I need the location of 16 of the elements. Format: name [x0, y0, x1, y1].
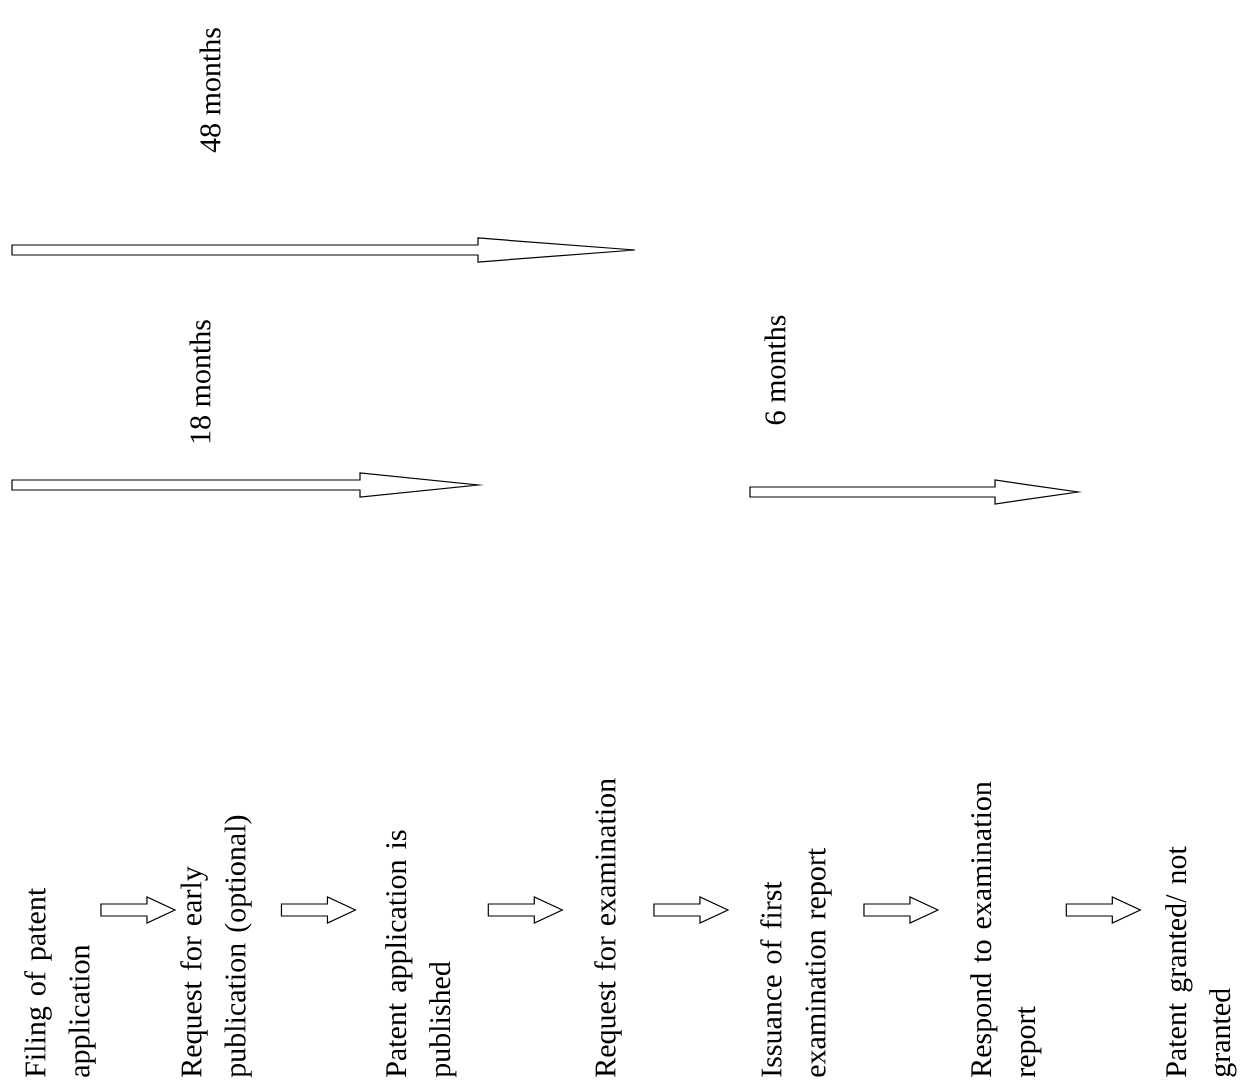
block-arrow — [100, 896, 177, 924]
step-text: Patent granted/ not granted — [1165, 846, 1237, 1077]
block-arrow — [863, 896, 940, 924]
block-arrow — [1065, 896, 1142, 924]
step-text: Patent application is published — [385, 830, 457, 1078]
step-text: Request for early publication (optional) — [180, 815, 252, 1078]
duration-label: 6 months — [764, 315, 786, 425]
block-arrow — [280, 896, 357, 924]
step-text: Issuance of first examination report — [760, 848, 832, 1077]
block-arrow — [653, 896, 730, 924]
step-text: Respond to examination report — [970, 781, 1042, 1078]
step-text: Filing of patent application — [24, 888, 96, 1077]
duration-label: 18 months — [189, 320, 211, 443]
block-arrow — [487, 896, 564, 924]
duration-label: 48 months — [199, 28, 221, 153]
step-text: Request for examination — [594, 778, 622, 1077]
